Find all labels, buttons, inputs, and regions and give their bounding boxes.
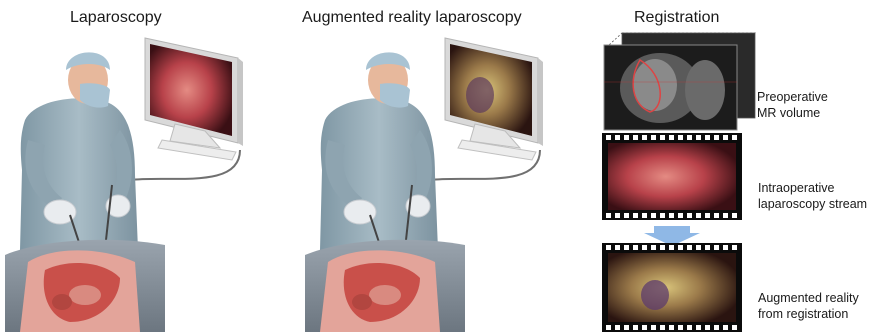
film-perforation <box>732 213 737 218</box>
film-perforation <box>687 135 692 140</box>
film-perforation <box>669 135 674 140</box>
film-perforation <box>606 135 611 140</box>
film-perforation <box>732 325 737 330</box>
film-perforation <box>696 325 701 330</box>
preop-label: Preoperative MR volume <box>757 89 828 121</box>
film-perforation <box>633 213 638 218</box>
film-perforation <box>633 325 638 330</box>
film-perforation <box>660 245 665 250</box>
film-perforation <box>696 213 701 218</box>
ar-monitor-icon <box>445 38 543 160</box>
film-perforation <box>714 245 719 250</box>
ar-label-line1: Augmented reality <box>758 290 859 306</box>
ar-patient-anatomy <box>305 240 465 332</box>
film-perforation <box>651 135 656 140</box>
film-perforation <box>642 135 647 140</box>
film-perforation <box>651 213 656 218</box>
intraop-label-line2: laparoscopy stream <box>758 196 867 212</box>
film-perforation <box>723 245 728 250</box>
film-perforation <box>615 135 620 140</box>
film-perforation <box>624 245 629 250</box>
film-perforation <box>705 245 710 250</box>
patient-anatomy <box>5 240 165 332</box>
ar-label-line2: from registration <box>758 306 859 322</box>
film-perforation <box>606 325 611 330</box>
mr-volume-stack <box>604 33 755 130</box>
film-perforation <box>633 135 638 140</box>
film-perforation <box>669 245 674 250</box>
preop-label-line1: Preoperative <box>757 89 828 105</box>
film-perforation <box>660 135 665 140</box>
film-perforation <box>624 135 629 140</box>
film-perforation <box>660 325 665 330</box>
intraop-label-line1: Intraoperative <box>758 180 867 196</box>
film-perforation <box>606 245 611 250</box>
film-perforation <box>705 135 710 140</box>
film-perforation <box>723 213 728 218</box>
film-perforation <box>606 213 611 218</box>
film-perforation <box>687 325 692 330</box>
film-perforation <box>678 213 683 218</box>
intraop-label: Intraoperative laparoscopy stream <box>758 180 867 212</box>
film-perforation <box>723 325 728 330</box>
film-perforation <box>714 213 719 218</box>
film-perforation <box>615 213 620 218</box>
monitor-icon <box>145 38 243 160</box>
film-perforation <box>687 213 692 218</box>
film-perforation <box>660 213 665 218</box>
film-perforation <box>714 135 719 140</box>
ar-film-perforations <box>602 243 742 332</box>
film-perforation <box>687 245 692 250</box>
film-perforation <box>696 245 701 250</box>
film-perforation <box>669 325 674 330</box>
film-perforation <box>696 135 701 140</box>
film-perforation <box>615 325 620 330</box>
film-perforation <box>732 135 737 140</box>
ar-label: Augmented reality from registration <box>758 290 859 322</box>
film-perforation <box>705 325 710 330</box>
film-perforation <box>624 325 629 330</box>
film-perforation <box>651 325 656 330</box>
film-perforation <box>642 213 647 218</box>
preop-label-line2: MR volume <box>757 105 828 121</box>
film-perforation <box>642 325 647 330</box>
film-perforation <box>678 135 683 140</box>
film-perforation <box>642 245 647 250</box>
film-perforation <box>633 245 638 250</box>
film-perforation <box>723 135 728 140</box>
film-perforation <box>678 325 683 330</box>
film-perforation <box>651 245 656 250</box>
film-perforation <box>615 245 620 250</box>
film-perforation <box>714 325 719 330</box>
film-perforation <box>732 245 737 250</box>
film-perforation <box>705 213 710 218</box>
intraop-film-perforations <box>602 133 742 220</box>
film-perforation <box>669 213 674 218</box>
film-perforation <box>624 213 629 218</box>
film-perforation <box>678 245 683 250</box>
